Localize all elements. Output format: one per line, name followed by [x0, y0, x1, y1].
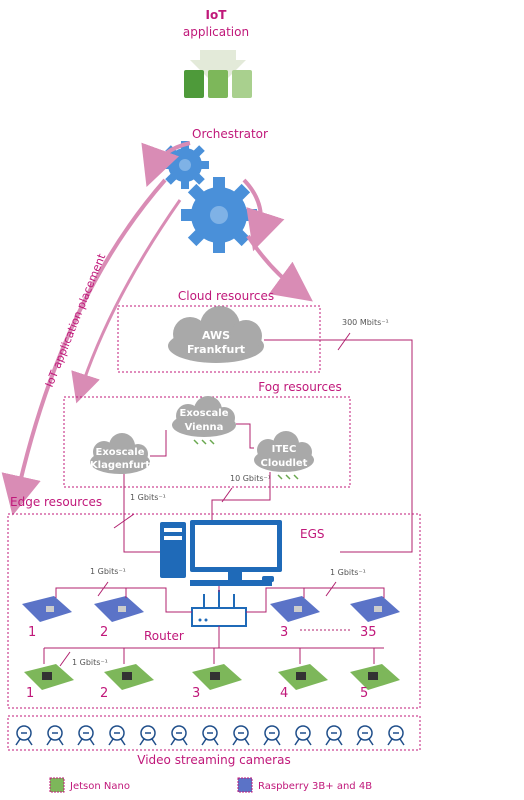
klagenfurt-label-line1: Exoscale	[96, 447, 145, 458]
egs-label: EGS	[300, 527, 325, 541]
small-gear-icon	[161, 141, 209, 189]
klagenfurt-label-line2: Klagenfurt	[90, 460, 150, 471]
camera-row	[15, 725, 405, 746]
rpi-board-2	[94, 596, 144, 622]
fog-resources-title: Fog resources	[258, 380, 341, 394]
jetson-label-2: 2	[100, 686, 108, 701]
placement-arrow-edge	[1, 178, 167, 516]
fog-bandwidth: 10 Gbits⁻¹	[230, 474, 271, 483]
rpi-bus-left	[55, 587, 192, 613]
itec-wifi-icon	[277, 474, 299, 480]
orchestrator-cycle-arrow-left	[141, 141, 191, 188]
legend-jetson-swatch	[49, 777, 65, 793]
itec-label-line2: Cloudlet	[261, 458, 308, 469]
aws-label-line1: AWS	[202, 329, 230, 342]
iot-app-title-line2: application	[183, 25, 249, 39]
orchestrator-label: Orchestrator	[192, 127, 268, 141]
jetson-label-4: 4	[280, 686, 288, 701]
jetson-board-3	[192, 664, 242, 690]
camera-icon	[201, 725, 219, 746]
edge-uplink-bandwidth: 1 Gbits⁻¹	[130, 493, 166, 502]
placement-arrow-cloud	[246, 234, 313, 302]
aws-cloud-icon	[168, 306, 264, 363]
klagenfurt-cloud-icon	[90, 433, 150, 474]
vienna-klagenfurt-link	[150, 430, 167, 457]
edge-resources-title: Edge resources	[10, 495, 102, 509]
rpi-bus-right	[246, 587, 385, 613]
legend-raspberry-swatch	[237, 777, 253, 793]
camera-icon	[139, 725, 157, 746]
camera-icon	[170, 725, 188, 746]
camera-icon	[263, 725, 281, 746]
cameras-label: Video streaming cameras	[137, 753, 290, 767]
large-gear-icon	[181, 177, 257, 253]
vienna-label-line1: Exoscale	[180, 408, 229, 419]
camera-icon	[15, 725, 33, 746]
placement-arrow-fog	[71, 199, 182, 404]
orchestrator-cycle-arrow-right	[242, 178, 285, 252]
iot-app-title-line1: IoT	[206, 8, 228, 22]
itec-egs-tick	[221, 487, 233, 503]
legend-raspberry-label: Raspberry 3B+ and 4B	[258, 781, 372, 792]
jetson-label-1: 1	[26, 686, 34, 701]
cloud-bandwidth: 300 Mbits⁻¹	[342, 318, 389, 327]
legend-jetson-label: Jetson Nano	[69, 781, 130, 792]
jetson-bandwidth: 1 Gbits⁻¹	[72, 658, 108, 667]
rpi-bus-right-tick	[325, 581, 337, 597]
rpi-right-bandwidth: 1 Gbits⁻¹	[330, 568, 366, 577]
vienna-itec-link	[236, 423, 254, 449]
vienna-wifi-icon	[193, 439, 215, 445]
klagenfurt-egs-tick	[113, 513, 135, 529]
cloud-resources-box	[117, 305, 321, 373]
itec-cloud-icon	[254, 431, 314, 472]
jetson-board-1	[24, 664, 74, 690]
rpi-left-bandwidth: 1 Gbits⁻¹	[90, 567, 126, 576]
camera-icon	[294, 725, 312, 746]
itec-label-line1: ITEC	[272, 444, 297, 455]
camera-icon	[232, 725, 250, 746]
router-icon	[191, 590, 247, 627]
aws-egs-link	[264, 339, 413, 553]
vienna-label-line2: Vienna	[185, 422, 224, 433]
cameras-box	[7, 715, 421, 751]
placement-label: IoT application placement	[43, 251, 109, 389]
klagenfurt-egs-link	[123, 474, 160, 553]
rpi-label-2: 2	[100, 625, 108, 640]
rpi-bus-left-tick	[97, 581, 109, 597]
cloud-resources-title: Cloud resources	[178, 289, 274, 303]
router-label: Router	[144, 629, 184, 643]
jetson-board-2	[104, 664, 154, 690]
jetson-board-5	[350, 664, 400, 690]
aws-label-line2: Frankfurt	[187, 343, 245, 356]
camera-icon	[108, 725, 126, 746]
jetson-board-4	[278, 664, 328, 690]
rpi-board-35	[350, 596, 400, 622]
vienna-cloud-icon	[172, 396, 236, 437]
rpi-label-1: 1	[28, 625, 36, 640]
camera-icon	[325, 725, 343, 746]
rpi-label-35: 35	[360, 625, 377, 640]
iot-application-icon	[184, 50, 252, 98]
jetson-label-3: 3	[192, 686, 200, 701]
jetson-bus-tick	[59, 651, 71, 667]
edge-resources-box	[7, 513, 421, 709]
camera-icon	[356, 725, 374, 746]
camera-icon	[77, 725, 95, 746]
egs-server-icon	[160, 520, 282, 586]
camera-icon	[46, 725, 64, 746]
aws-egs-link-tick	[337, 332, 351, 351]
itec-egs-link	[211, 472, 271, 520]
rpi-label-3: 3	[280, 625, 288, 640]
jetson-label-5: 5	[360, 686, 368, 701]
rpi-board-1	[22, 596, 72, 622]
camera-icon	[387, 725, 405, 746]
rpi-board-3	[270, 596, 320, 622]
